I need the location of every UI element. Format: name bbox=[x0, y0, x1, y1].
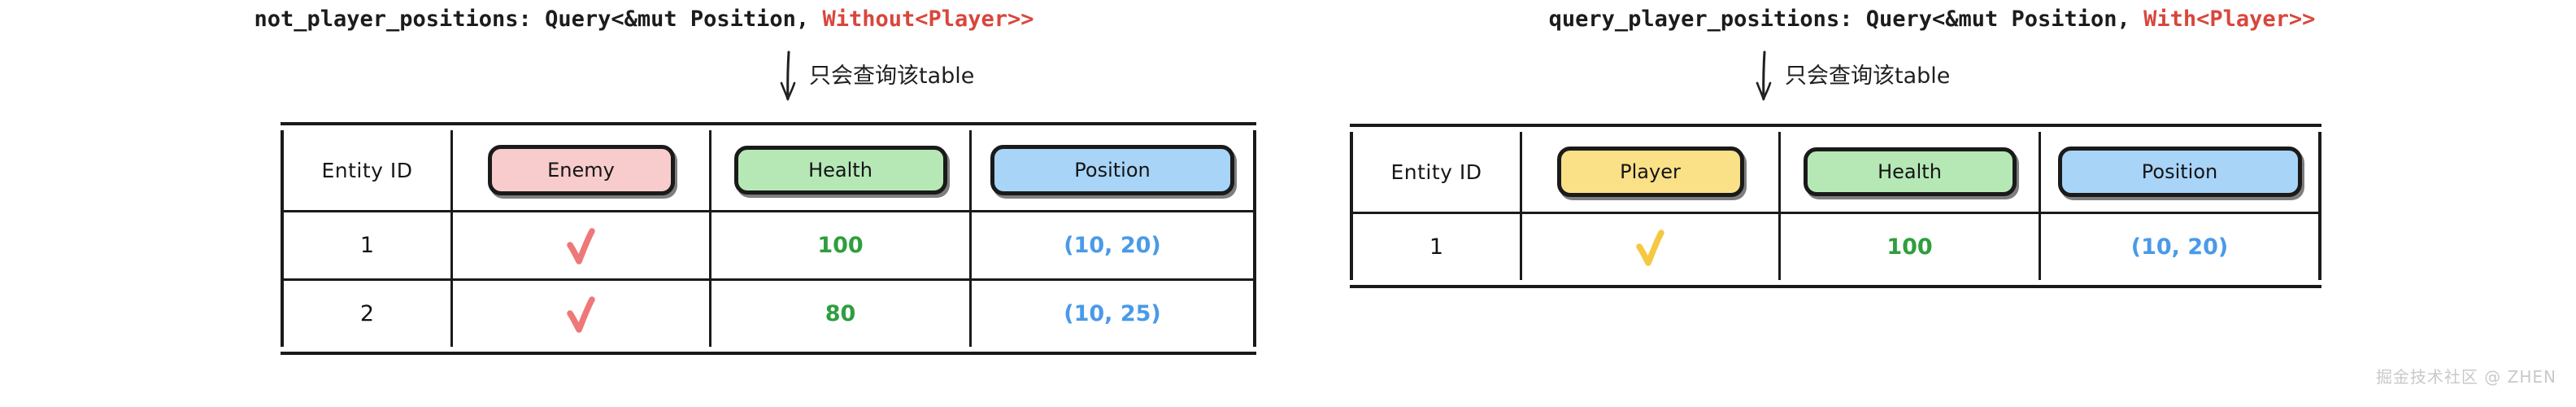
component-pill-enemy: Enemy bbox=[487, 145, 675, 195]
check-icon bbox=[566, 227, 595, 265]
header-label-player: Player bbox=[1620, 160, 1681, 183]
value-entity-id: 1 bbox=[1429, 234, 1444, 260]
diagram-panel-right: query_player_positions: Query<&mut Posit… bbox=[1288, 0, 2576, 407]
table-right-body: Entity ID Player Health Position 1 bbox=[1350, 132, 2321, 280]
header-cell-health: Health bbox=[711, 130, 972, 210]
header-cell-health: Health bbox=[1781, 132, 2041, 212]
panel-right-title-plain: query_player_positions: Query<&mut Posit… bbox=[1548, 7, 2144, 32]
watermark: 掘金技术社区 @ ZHEN bbox=[2375, 367, 2556, 387]
table-header-row: Entity ID Enemy Health Position bbox=[284, 130, 1253, 210]
table-right: Entity ID Player Health Position 1 bbox=[1350, 124, 2321, 288]
header-cell-player: Player bbox=[1522, 132, 1781, 212]
header-label-health: Health bbox=[808, 159, 872, 182]
value-entity-id: 1 bbox=[359, 233, 375, 258]
check-icon bbox=[566, 295, 595, 333]
value-position: (10, 20) bbox=[2130, 234, 2229, 260]
header-label-entity-id: Entity ID bbox=[1390, 160, 1482, 184]
table-left: Entity ID Enemy Health Position bbox=[281, 122, 1256, 355]
component-pill-health: Health bbox=[733, 146, 947, 195]
component-pill-player: Player bbox=[1556, 147, 1744, 197]
header-cell-enemy: Enemy bbox=[453, 130, 711, 210]
header-cell-position: Position bbox=[972, 130, 1253, 210]
panel-left-title-filter: Without<Player>> bbox=[822, 7, 1034, 32]
down-arrow-icon bbox=[1756, 50, 1772, 101]
cell-entity-id: 2 bbox=[284, 281, 453, 347]
component-pill-position: Position bbox=[2057, 147, 2302, 197]
table-row: 2 80 (10, 25) bbox=[284, 278, 1253, 347]
panel-right-title: query_player_positions: Query<&mut Posit… bbox=[1288, 7, 2576, 32]
header-cell-entity-id: Entity ID bbox=[1353, 132, 1522, 212]
header-label-position: Position bbox=[2141, 160, 2218, 183]
header-cell-position: Position bbox=[2041, 132, 2318, 212]
component-pill-health: Health bbox=[1803, 147, 2017, 196]
annotation-left-text: 只会查询该table bbox=[809, 63, 975, 89]
cell-enemy-mark bbox=[453, 281, 711, 347]
component-pill-position: Position bbox=[990, 145, 1234, 195]
panel-left-title: not_player_positions: Query<&mut Positio… bbox=[0, 7, 1288, 32]
value-entity-id: 2 bbox=[359, 301, 375, 326]
header-label-entity-id: Entity ID bbox=[321, 158, 413, 182]
value-health: 100 bbox=[817, 233, 864, 258]
header-label-health: Health bbox=[1878, 160, 1942, 183]
cell-entity-id: 1 bbox=[1353, 214, 1522, 280]
panel-right-title-filter: With<Player>> bbox=[2143, 7, 2316, 32]
panel-left-title-plain: not_player_positions: Query<&mut Positio… bbox=[254, 7, 823, 32]
header-cell-entity-id: Entity ID bbox=[284, 130, 453, 210]
header-label-enemy: Enemy bbox=[547, 159, 615, 182]
table-row: 1 100 (10, 20) bbox=[1353, 212, 2318, 280]
cell-enemy-mark bbox=[453, 212, 711, 278]
header-label-position: Position bbox=[1074, 159, 1151, 182]
value-position: (10, 20) bbox=[1064, 233, 1161, 258]
cell-player-mark bbox=[1522, 214, 1781, 280]
table-header-row: Entity ID Player Health Position bbox=[1353, 132, 2318, 212]
diagram-panel-left: not_player_positions: Query<&mut Positio… bbox=[0, 7, 1288, 355]
table-left-body: Entity ID Enemy Health Position bbox=[281, 130, 1256, 347]
cell-entity-id: 1 bbox=[284, 212, 453, 278]
value-health: 100 bbox=[1886, 234, 1933, 260]
check-icon bbox=[1635, 229, 1664, 266]
cell-health: 100 bbox=[711, 212, 972, 278]
cell-health: 80 bbox=[711, 281, 972, 347]
cell-position: (10, 25) bbox=[972, 281, 1253, 347]
annotation-left: 只会查询该table bbox=[777, 50, 974, 101]
cell-position: (10, 20) bbox=[972, 212, 1253, 278]
cell-position: (10, 20) bbox=[2041, 214, 2318, 280]
value-health: 80 bbox=[825, 301, 856, 326]
value-position: (10, 25) bbox=[1064, 301, 1161, 326]
annotation-right-text: 只会查询该table bbox=[1785, 63, 1951, 89]
cell-health: 100 bbox=[1781, 214, 2041, 280]
annotation-right: 只会查询该table bbox=[1752, 50, 1950, 101]
table-row: 1 100 (10, 20) bbox=[284, 210, 1253, 278]
down-arrow-icon bbox=[780, 50, 796, 101]
